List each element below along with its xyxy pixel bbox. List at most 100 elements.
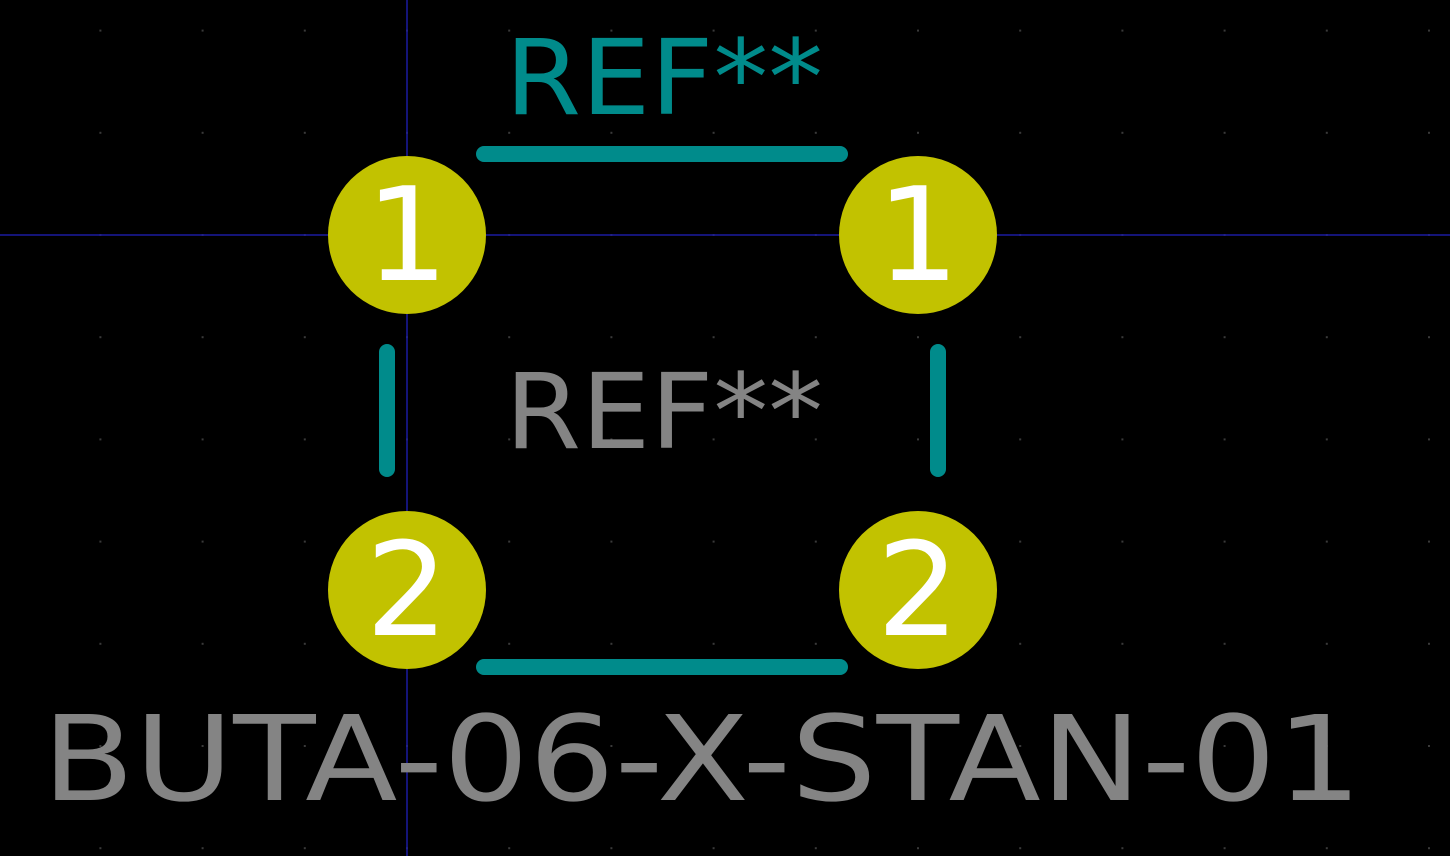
grid-dot xyxy=(610,847,613,850)
grid-dot xyxy=(610,29,613,32)
grid-dot xyxy=(610,336,613,339)
grid-dot xyxy=(1325,745,1328,747)
pad-circle[interactable] xyxy=(328,156,486,314)
grid-dot xyxy=(201,745,204,747)
grid-dot xyxy=(1428,438,1430,441)
grid-dot xyxy=(1223,847,1226,850)
grid-dot xyxy=(1019,642,1022,645)
grid-dot xyxy=(201,29,204,32)
grid-dot xyxy=(1019,847,1022,850)
grid-dot xyxy=(1325,131,1328,134)
grid-dot xyxy=(610,131,613,134)
grid-dot xyxy=(917,438,919,441)
grid-dot xyxy=(1121,847,1124,850)
pad-2-bottom-left[interactable]: 2 xyxy=(328,511,486,669)
grid-dot xyxy=(814,438,817,441)
grid-dot xyxy=(99,29,102,32)
grid-dot xyxy=(1223,438,1226,441)
grid-dot xyxy=(99,438,102,441)
grid-dot xyxy=(712,642,715,645)
grid-dot xyxy=(1019,131,1022,134)
grid-dot xyxy=(1428,336,1430,339)
grid-dot xyxy=(99,131,102,134)
grid-dot xyxy=(508,29,511,32)
silkscreen-outline xyxy=(379,146,946,675)
grid-dot xyxy=(508,131,511,134)
pad-1-top-left[interactable]: 1 xyxy=(328,156,486,314)
grid-dot xyxy=(712,438,715,441)
grid-dot xyxy=(1325,642,1328,645)
grid-dot xyxy=(508,438,511,441)
grid-dot xyxy=(303,131,306,134)
grid-dot xyxy=(1121,336,1124,339)
pad-1-top-right[interactable]: 1 xyxy=(839,156,997,314)
grid-dot xyxy=(1121,131,1124,134)
grid-dot xyxy=(1019,438,1022,441)
grid-dot xyxy=(99,847,102,850)
pad-circle[interactable] xyxy=(328,511,486,669)
grid-dot xyxy=(303,540,306,543)
grid-dot xyxy=(1019,29,1022,32)
pad-2-bottom-right[interactable]: 2 xyxy=(839,511,997,669)
grid-dot xyxy=(1223,336,1226,339)
reference-fab-label: REF** xyxy=(505,351,823,473)
grid-dot xyxy=(1121,745,1124,747)
grid-dot xyxy=(712,847,715,850)
grid-dot xyxy=(303,336,306,339)
grid-dot xyxy=(99,540,102,543)
grid-dot xyxy=(201,540,204,543)
pad-circle[interactable] xyxy=(839,156,997,314)
grid-dot xyxy=(508,847,511,850)
grid-dot xyxy=(712,540,715,543)
grid-dot xyxy=(99,745,102,747)
grid-dot xyxy=(1325,438,1328,441)
grid-dot xyxy=(1428,642,1430,645)
grid-dot xyxy=(610,642,613,645)
grid-dot xyxy=(814,131,817,134)
grid-dot xyxy=(99,642,102,645)
grid-dot xyxy=(1121,540,1124,543)
grid-dot xyxy=(814,642,817,645)
grid-dot xyxy=(814,847,817,850)
grid-dot xyxy=(610,438,613,441)
grid-dot xyxy=(712,131,715,134)
pad-circle[interactable] xyxy=(839,511,997,669)
grid-dot xyxy=(99,336,102,339)
grid-dot xyxy=(610,745,613,747)
grid-dot xyxy=(712,29,715,32)
pads: 1 1 2 2 xyxy=(328,156,997,669)
grid-dot xyxy=(1428,131,1430,134)
grid-dot xyxy=(508,642,511,645)
grid-dot xyxy=(1428,847,1430,850)
grid-dot xyxy=(1223,540,1226,543)
grid-dot xyxy=(201,847,204,850)
grid-dot xyxy=(1325,847,1328,850)
grid-dot xyxy=(917,847,919,850)
grid-dot xyxy=(1223,745,1226,747)
grid-dot xyxy=(1325,336,1328,339)
pad-number: 2 xyxy=(366,514,449,666)
pad-number: 1 xyxy=(877,159,960,311)
grid-dot xyxy=(917,336,919,339)
grid-dot xyxy=(610,540,613,543)
grid-dot xyxy=(917,29,919,32)
grid-dot xyxy=(712,745,715,747)
grid-dot xyxy=(1019,336,1022,339)
value-label: BUTA-06-X-STAN-01 xyxy=(42,690,1362,828)
grid-dot xyxy=(917,745,919,747)
grid-dot xyxy=(303,29,306,32)
grid-dot xyxy=(1121,642,1124,645)
grid-dot xyxy=(303,745,306,747)
pad-number: 1 xyxy=(366,159,449,311)
grid-dot xyxy=(814,540,817,543)
grid-dot xyxy=(1223,29,1226,32)
grid-dot xyxy=(814,29,817,32)
grid-dot xyxy=(201,438,204,441)
grid-dot xyxy=(201,131,204,134)
grid-dot xyxy=(303,847,306,850)
grid-dot xyxy=(1121,29,1124,32)
grid-dot xyxy=(917,131,919,134)
